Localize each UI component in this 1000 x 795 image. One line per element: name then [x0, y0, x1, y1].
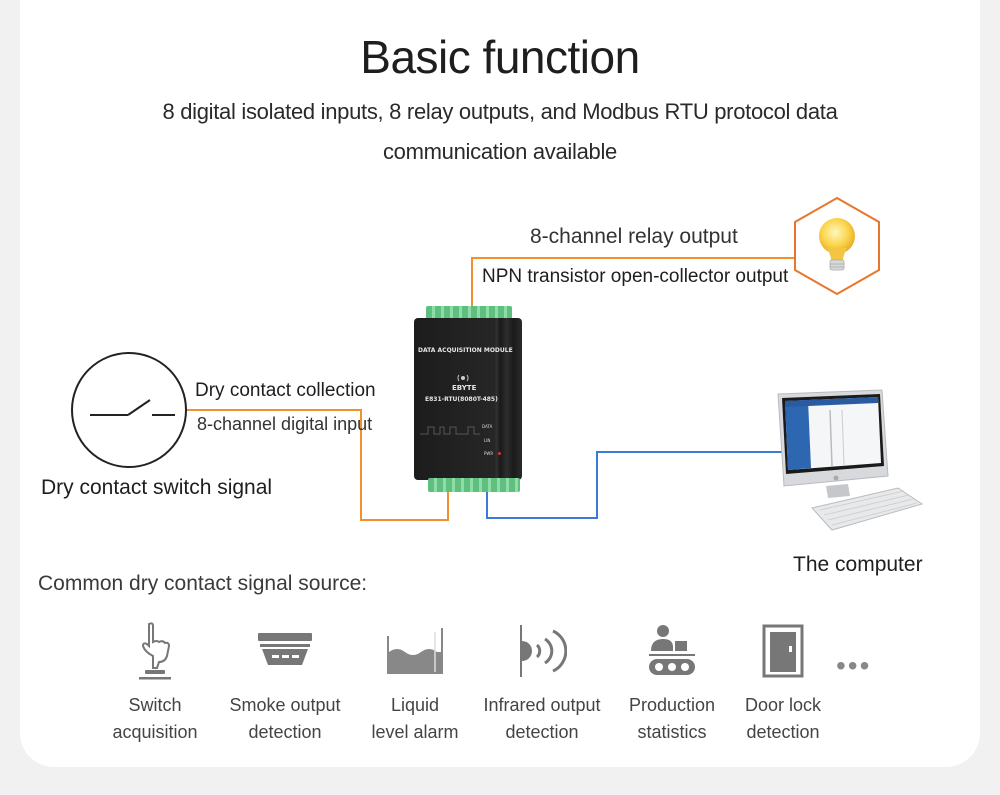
source-label-line2: statistics — [637, 722, 707, 742]
model-number: E831-RTU(8080T-485) — [425, 396, 498, 403]
switch-signal-label: Dry contact switch signal — [41, 476, 273, 499]
source-label-line2: acquisition — [112, 722, 198, 742]
dry-contact-collection-label: Dry contact collection — [195, 380, 376, 401]
npn-output-label: NPN transistor open-collector output — [482, 266, 789, 287]
source-label-line2: detection — [746, 722, 820, 742]
top-terminal-block — [426, 306, 512, 320]
source-label-line1: Liquid — [390, 695, 440, 715]
page-subtitle: 8 digital isolated inputs, 8 relay outpu… — [162, 99, 838, 164]
signal-sources-list: Switch acquisition Smoke output detectio… — [100, 620, 900, 750]
production-line-icon — [649, 625, 695, 675]
bottom-terminal-block — [428, 478, 520, 492]
led-lin: LIN — [484, 438, 491, 443]
digital-input-wire — [182, 409, 449, 521]
source-item-production: Production statistics — [602, 620, 742, 746]
signal-waveform-icon — [420, 426, 480, 435]
liquid-level-icon — [387, 628, 443, 674]
output-device — [793, 196, 881, 296]
computer-label: The computer — [793, 553, 923, 576]
rs485-comm-wire — [486, 451, 785, 519]
more-sources-ellipsis: ••• — [836, 650, 872, 681]
source-item-switch: Switch acquisition — [85, 620, 225, 746]
module-title: DATA ACQUISITION MODULE — [418, 347, 513, 354]
source-label-line2: level alarm — [371, 722, 459, 742]
led-pwr: PWR — [484, 451, 494, 456]
smoke-detector-icon — [258, 633, 312, 665]
source-label-line1: Smoke output — [229, 695, 341, 715]
door-icon — [762, 624, 804, 678]
hand-press-button-icon — [139, 622, 171, 680]
source-item-door: Door lock detection — [713, 620, 853, 746]
computer-icon — [777, 389, 924, 531]
light-bulb-icon — [794, 196, 880, 296]
wireless-logo-icon — [457, 374, 469, 382]
source-item-smoke: Smoke output detection — [215, 620, 355, 746]
led-data: DATA — [482, 424, 493, 429]
host-computer — [770, 388, 930, 538]
module-body — [414, 318, 522, 480]
relay-output-wire — [471, 257, 800, 307]
source-label-line2: detection — [505, 722, 579, 742]
power-led-indicator — [498, 452, 501, 455]
source-label-line1: Production — [628, 695, 716, 715]
source-label-line2: detection — [248, 722, 322, 742]
source-label-line1: Switch — [128, 695, 182, 715]
signal-sources-heading: Common dry contact signal source: — [38, 572, 368, 595]
digital-input-label: 8-channel digital input — [197, 414, 373, 434]
relay-output-label: 8-channel relay output — [530, 225, 738, 248]
source-label-line1: Door lock — [744, 695, 822, 715]
infrared-sensor-icon — [520, 625, 567, 677]
source-label-line1: Infrared output — [483, 695, 601, 715]
page-title: Basic function — [360, 31, 640, 83]
source-item-infrared: Infrared output detection — [472, 620, 612, 746]
switch-symbol-icon — [71, 352, 187, 468]
source-item-liquid: Liquid level alarm — [345, 620, 485, 746]
brand-logo: EBYTE — [452, 384, 477, 392]
